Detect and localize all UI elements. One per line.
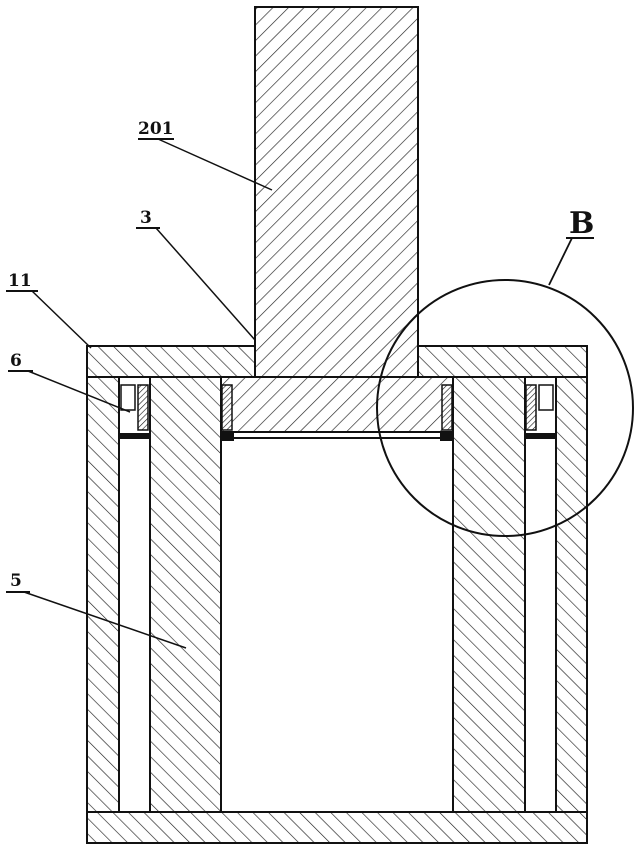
sleeve-left: [149, 376, 222, 813]
seal-1: [137, 384, 149, 431]
seal-small-left: [120, 384, 136, 411]
crossbar: [220, 376, 454, 439]
leader-11: [31, 290, 92, 349]
label-detail-b: B: [569, 206, 594, 241]
leader-3: [155, 227, 256, 341]
seal-foot-2: [221, 433, 234, 441]
detail-b-callout: B: [376, 206, 634, 537]
detail-circle: [376, 279, 634, 537]
seal-foot-1: [119, 433, 150, 439]
leader-201: [157, 138, 273, 191]
crossbar-body: [220, 376, 454, 433]
label-5: 5: [10, 571, 22, 591]
housing-right-wall: [555, 376, 588, 844]
leader-6: [27, 370, 131, 413]
label-11: 11: [8, 271, 32, 291]
seal-foot-4: [525, 433, 556, 439]
inner-sleeves: [149, 376, 526, 813]
seal-4: [525, 384, 537, 431]
detail-b-leader: [548, 237, 573, 286]
cover-plate-right: [417, 345, 588, 378]
housing-left-wall: [86, 376, 120, 844]
seal-foot-3: [440, 433, 453, 441]
label-6: 6: [10, 351, 22, 371]
callouts: 201 3 11 6 5: [6, 119, 273, 649]
seal-2: [221, 384, 233, 431]
label-201: 201: [138, 119, 174, 139]
rod-shaft: [254, 6, 419, 378]
seal-3: [441, 384, 453, 431]
housing-bottom: [86, 811, 588, 844]
crossbar-strip: [220, 431, 454, 439]
seal-rings: [119, 384, 556, 441]
sleeve-right: [452, 376, 526, 813]
leader-5: [23, 591, 187, 649]
cover-plate-left: [86, 345, 256, 378]
rod: [254, 6, 419, 378]
label-3: 3: [140, 208, 152, 228]
seal-small-right: [538, 384, 554, 411]
